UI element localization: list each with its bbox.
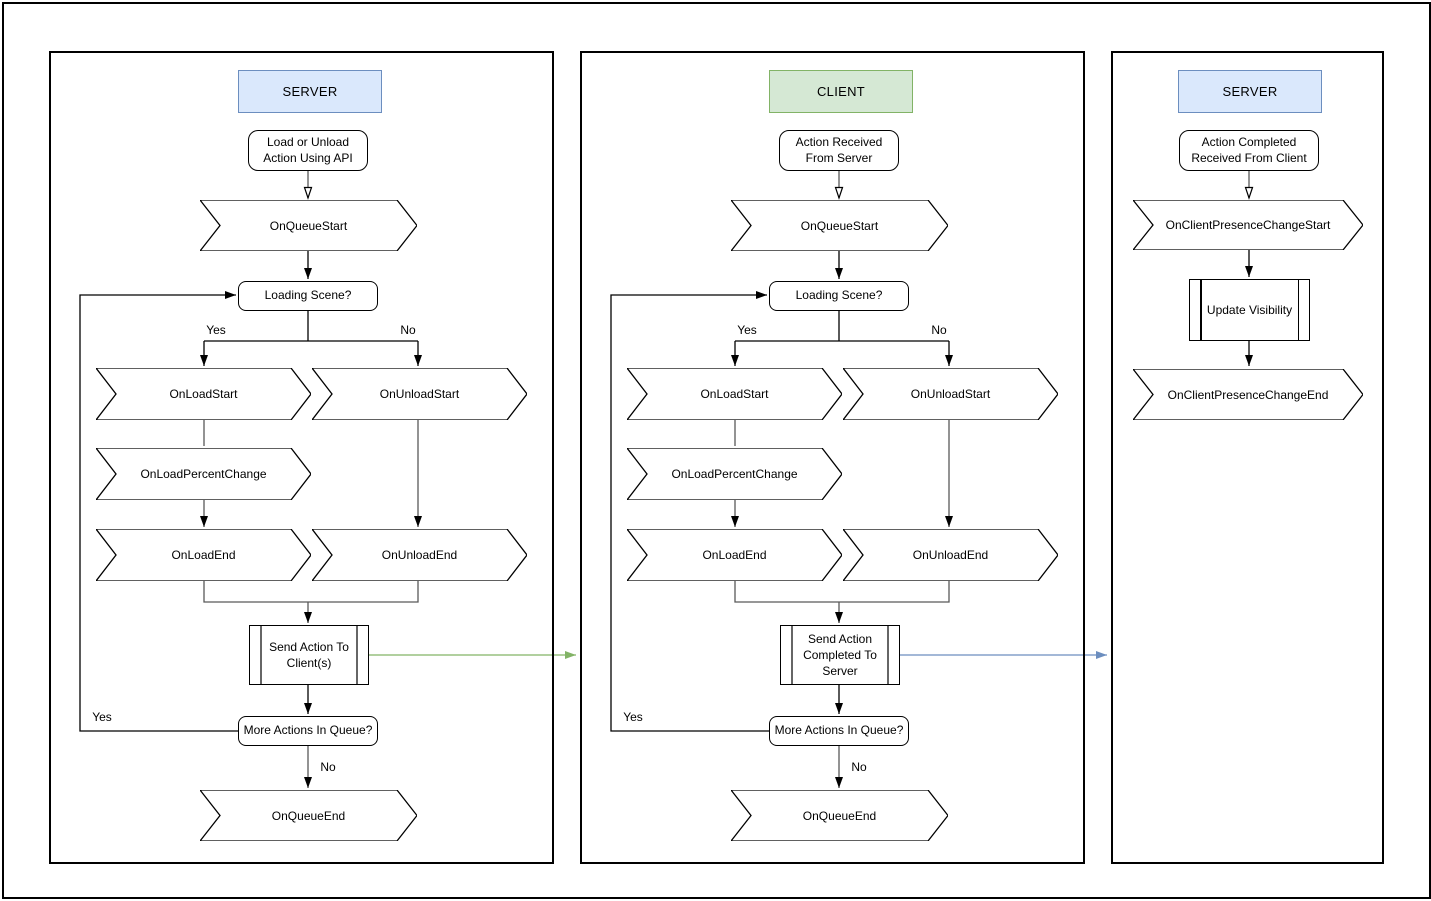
chevron-label: OnLoadPercentChange (671, 467, 798, 481)
chevron-onqueueend-client: OnQueueEnd (731, 790, 948, 841)
panel-server-presence (1111, 51, 1384, 864)
subroutine-bar (260, 626, 262, 684)
server-header-badge: SERVER (238, 70, 382, 113)
chevron-onclientpresencechangeend: OnClientPresenceChangeEnd (1133, 369, 1363, 420)
branch-label-yes-client: Yes (737, 323, 757, 337)
node-label: Loading Scene? (795, 288, 883, 303)
panel-server-queue (49, 51, 554, 864)
node-action-completed-received: Action Completed Received From Client (1179, 130, 1319, 171)
chevron-label: OnLoadEnd (702, 548, 767, 562)
chevron-onunloadend-server: OnUnloadEnd (312, 529, 527, 581)
node-label: Loading Scene? (264, 288, 352, 303)
node-more-actions-server: More Actions In Queue? (238, 716, 378, 746)
node-action-received-from-server: Action Received From Server (779, 130, 899, 171)
node-label: Load or Unload Action Using API (263, 134, 353, 165)
server-presence-header-badge: SERVER (1178, 70, 1322, 113)
branch-label-yes-server: Yes (206, 323, 226, 337)
chevron-label: OnQueueStart (800, 218, 879, 233)
node-load-or-unload-action: Load or Unload Action Using API (248, 130, 368, 171)
node-more-actions-client: More Actions In Queue? (769, 716, 909, 746)
chevron-label: OnUnloadEnd (912, 548, 989, 562)
chevron-label: OnLoadStart (169, 387, 238, 401)
queue-label-no-client: No (851, 760, 867, 774)
node-loading-scene-client: Loading Scene? (769, 281, 909, 311)
chevron-label: OnLoadEnd (171, 548, 236, 562)
subroutine-bar (1200, 280, 1202, 340)
chevron-onunloadstart-server: OnUnloadStart (312, 368, 527, 420)
subroutine-bar (356, 626, 358, 684)
chevron-onqueuestart-server: OnQueueStart (200, 200, 417, 251)
node-label: Update Visibility (1206, 302, 1293, 317)
node-send-action-to-clients: Send Action To Client(s) (249, 625, 369, 685)
loop-label-yes-server: Yes (92, 710, 112, 724)
chevron-onunloadstart-client: OnUnloadStart (843, 368, 1058, 420)
loop-label-yes-client: Yes (623, 710, 643, 724)
chevron-label: OnLoadPercentChange (140, 467, 267, 481)
chevron-onloadend-client: OnLoadEnd (627, 529, 842, 581)
chevron-label: OnUnloadStart (379, 387, 460, 401)
server-presence-header-label: SERVER (1222, 84, 1278, 99)
chevron-onclientpresencechangestart: OnClientPresenceChangeStart (1133, 200, 1363, 250)
chevron-onqueueend-server: OnQueueEnd (200, 790, 417, 841)
chevron-label: OnLoadStart (700, 387, 769, 401)
subroutine-bar (887, 626, 889, 684)
node-label: Send Action To Client(s) (269, 639, 349, 670)
chevron-onloadstart-server: OnLoadStart (96, 368, 311, 420)
panel-client-queue (580, 51, 1085, 864)
chevron-onqueuestart-client: OnQueueStart (731, 200, 948, 251)
client-header-badge: CLIENT (769, 70, 913, 113)
node-update-visibility: Update Visibility (1189, 279, 1310, 341)
branch-label-no-server: No (400, 323, 416, 337)
server-header-label: SERVER (282, 84, 338, 99)
chevron-onloadend-server: OnLoadEnd (96, 529, 311, 581)
chevron-label: OnClientPresenceChangeStart (1165, 218, 1331, 232)
chevron-onloadpercentchange-server: OnLoadPercentChange (96, 448, 311, 500)
chevron-label: OnQueueStart (269, 218, 348, 233)
chevron-label: OnUnloadEnd (381, 548, 458, 562)
chevron-label: OnClientPresenceChangeEnd (1167, 387, 1329, 402)
branch-label-no-client: No (931, 323, 947, 337)
node-label: Action Received From Server (795, 134, 883, 165)
chevron-label: OnQueueEnd (802, 808, 877, 823)
chevron-label: OnUnloadStart (910, 387, 991, 401)
queue-label-no-server: No (320, 760, 336, 774)
chevron-onloadstart-client: OnLoadStart (627, 368, 842, 420)
node-send-action-completed: Send Action Completed To Server (780, 625, 900, 685)
subroutine-bar (1297, 280, 1299, 340)
chevron-label: OnQueueEnd (271, 808, 346, 823)
client-header-label: CLIENT (816, 84, 866, 99)
chevron-onunloadend-client: OnUnloadEnd (843, 529, 1058, 581)
node-label: More Actions In Queue? (774, 723, 904, 738)
node-label: Action Completed Received From Client (1191, 134, 1307, 165)
subroutine-bar (791, 626, 793, 684)
chevron-onloadpercentchange-client: OnLoadPercentChange (627, 448, 842, 500)
node-label: More Actions In Queue? (243, 723, 373, 738)
node-label: Send Action Completed To Server (803, 631, 877, 679)
node-loading-scene-server: Loading Scene? (238, 281, 378, 311)
